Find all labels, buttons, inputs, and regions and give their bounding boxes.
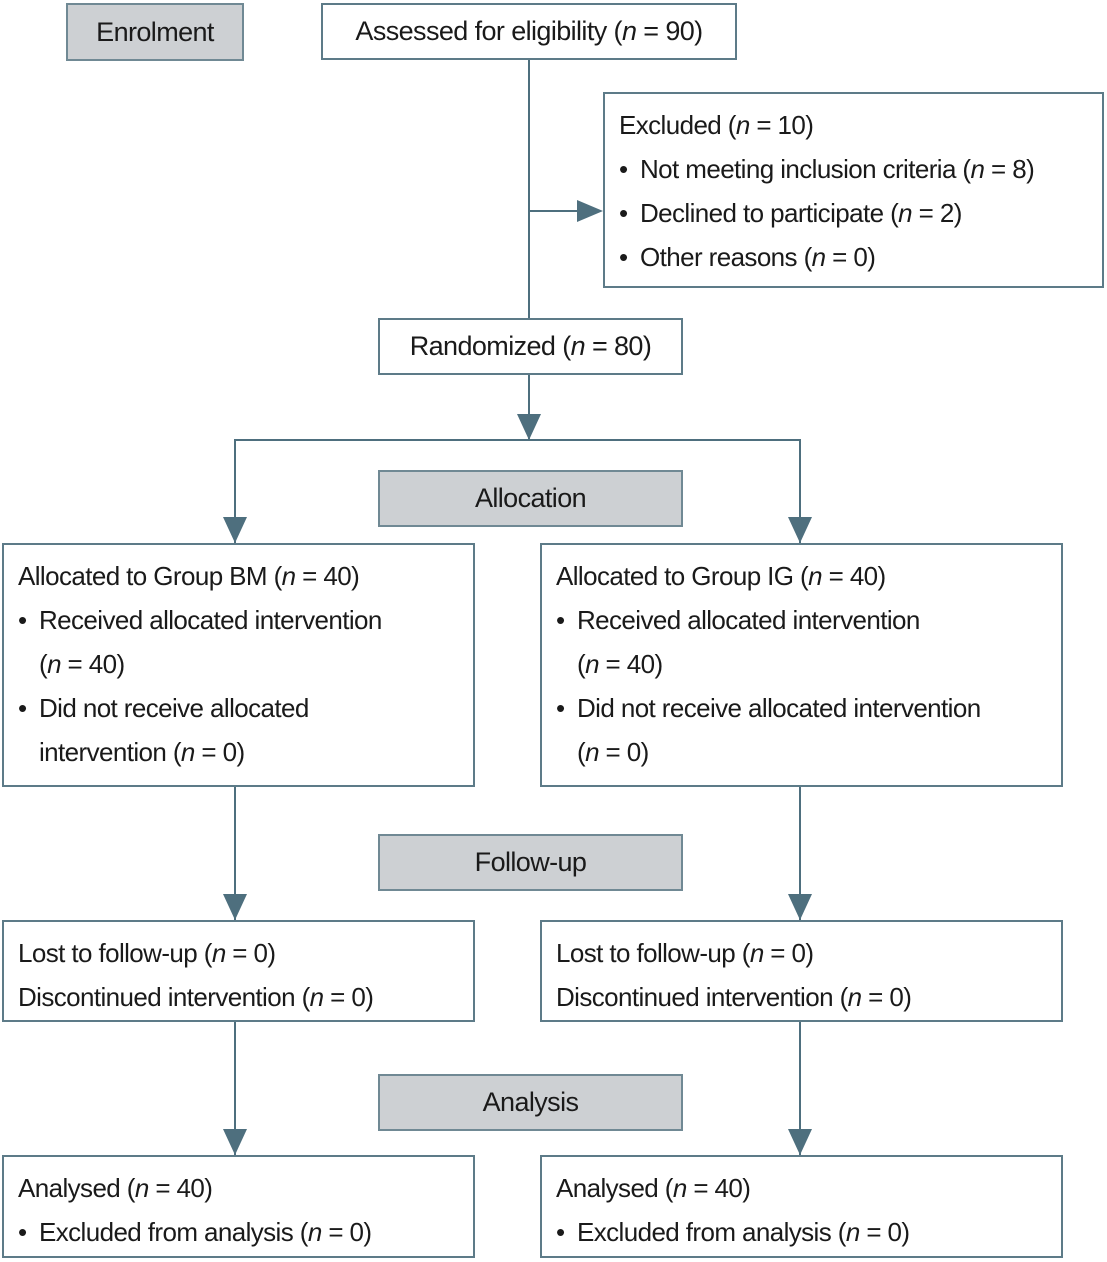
arrow-down-icon [223,517,247,543]
bullet-icon: • [18,1217,27,1247]
bullet-item: • Other reasons (n = 0) [619,235,1088,279]
connector-split-right [799,440,801,543]
connector-allocation-followup-right [799,787,801,920]
bullet-item: • Did not receive allocated intervention (… [18,686,459,774]
bullet-text: Excluded from analysis (n = 0) [39,1210,372,1254]
arrow-down-icon [788,517,812,543]
followup-left-box: Lost to follow-up (n = 0) Discontinued in… [2,920,475,1022]
text-line: Did not receive allocated intervention [577,693,981,723]
stage-label-text: Analysis [482,1087,579,1117]
analysis-left-title: Analysed (n = 40) [18,1173,213,1203]
analysis-right-box: Analysed (n = 40) • Excluded from analysi… [540,1155,1063,1258]
followup-left-lines: Lost to follow-up (n = 0) Discontinued in… [18,931,459,1019]
connector-followup-analysis-right [799,1022,801,1155]
bullet-item: • Excluded from analysis (n = 0) [18,1210,459,1254]
text-line: Discontinued intervention (n = 0) [18,982,374,1012]
text-line: Discontinued intervention (n = 0) [556,982,912,1012]
bullet-icon: • [556,605,565,635]
bullet-text: Other reasons (n = 0) [640,235,876,279]
stage-label-text: Enrolment [96,16,214,47]
excluded-box: Excluded (n = 10) • Not meeting inclusion… [603,92,1104,288]
stage-label-text: Follow-up [474,847,587,877]
bullet-text: Received allocated intervention (n = 40) [577,598,920,686]
assessed-text: Assessed for eligibility (n = 90) [355,16,703,46]
excluded-title: Excluded (n = 10) [619,110,814,140]
arrow-down-icon [223,1129,247,1155]
bullet-item: • Excluded from analysis (n = 0) [556,1210,1047,1254]
randomized-text: Randomized (n = 80) [409,331,652,361]
text-line: Lost to follow-up (n = 0) [556,938,814,968]
text-line: Did not receive allocated [39,693,309,723]
bullet-text: Received allocated intervention (n = 40) [39,598,382,686]
connector-followup-analysis-left [234,1022,236,1155]
stage-label-analysis: Analysis [378,1074,683,1131]
bullet-item: • Declined to participate (n = 2) [619,191,1088,235]
allocation-right-bullet-list: • Received allocated intervention (n = 40)… [556,598,1047,774]
bullet-text: Declined to participate (n = 2) [640,191,962,235]
allocation-right-box: Allocated to Group IG (n = 40) • Received… [540,543,1063,787]
arrow-down-icon [788,1129,812,1155]
connector-assessed-randomized [528,60,530,318]
connector-split-horizontal [234,439,801,441]
followup-right-box: Lost to follow-up (n = 0) Discontinued in… [540,920,1063,1022]
assessed-box: Assessed for eligibility (n = 90) [321,3,737,60]
analysis-left-bullet-list: • Excluded from analysis (n = 0) [18,1210,459,1254]
analysis-right-bullet-list: • Excluded from analysis (n = 0) [556,1210,1047,1254]
excluded-bullet-list: •Not meeting inclusion criteria (n = 8)•… [619,147,1088,279]
connector-split-left [234,440,236,543]
bullet-icon: • [619,242,628,272]
analysis-right-title: Analysed (n = 40) [556,1173,751,1203]
text-line: (n = 40) [577,649,663,679]
text-line: Excluded from analysis (n = 0) [39,1217,372,1247]
bullet-item: • Received allocated intervention (n = 40) [18,598,459,686]
connector-excluded-branch [529,210,579,212]
bullet-icon: • [18,693,27,723]
stage-label-text: Allocation [474,483,587,513]
bullet-icon: • [18,605,27,635]
text-line: Excluded from analysis (n = 0) [577,1217,910,1247]
allocation-left-bullet-list: • Received allocated intervention (n = 40)… [18,598,459,774]
text-line: Other reasons (n = 0) [640,242,876,272]
arrow-down-icon [517,414,541,440]
bullet-text: Excluded from analysis (n = 0) [577,1210,910,1254]
bullet-text: Did not receive allocated intervention (n… [577,686,981,774]
text-line: (n = 0) [577,737,649,767]
followup-right-lines: Lost to follow-up (n = 0) Discontinued in… [556,931,1047,1019]
bullet-item: • Not meeting inclusion criteria (n = 8) [619,147,1088,191]
stage-label-enrolment: Enrolment [66,3,244,61]
bullet-icon: • [556,693,565,723]
allocation-left-title: Allocated to Group BM (n = 40) [18,561,360,591]
text-line: (n = 40) [39,649,125,679]
connector-allocation-followup-left [234,787,236,920]
randomized-box: Randomized (n = 80) [378,318,683,375]
stage-label-allocation: Allocation [378,470,683,527]
analysis-left-box: Analysed (n = 40) • Excluded from analysi… [2,1155,475,1258]
connector-randomized-split [528,375,530,440]
arrow-right-icon [577,200,603,222]
bullet-item: • Did not receive allocated intervention (… [556,686,1047,774]
bullet-icon: • [619,198,628,228]
text-line: Not meeting inclusion criteria (n = 8) [640,154,1035,184]
bullet-text: Not meeting inclusion criteria (n = 8) [640,147,1035,191]
allocation-right-title: Allocated to Group IG (n = 40) [556,561,886,591]
arrow-down-icon [223,894,247,920]
bullet-item: • Received allocated intervention (n = 40) [556,598,1047,686]
text-line: Declined to participate (n = 2) [640,198,962,228]
bullet-text: Did not receive allocated intervention (n… [39,686,309,774]
stage-label-followup: Follow-up [378,834,683,891]
bullet-icon: • [619,154,628,184]
allocation-left-box: Allocated to Group BM (n = 40) • Received… [2,543,475,787]
text-line: Lost to follow-up (n = 0) [18,938,276,968]
text-line: Received allocated intervention [39,605,382,635]
bullet-icon: • [556,1217,565,1247]
text-line: intervention (n = 0) [39,737,245,767]
arrow-down-icon [788,894,812,920]
text-line: Received allocated intervention [577,605,920,635]
